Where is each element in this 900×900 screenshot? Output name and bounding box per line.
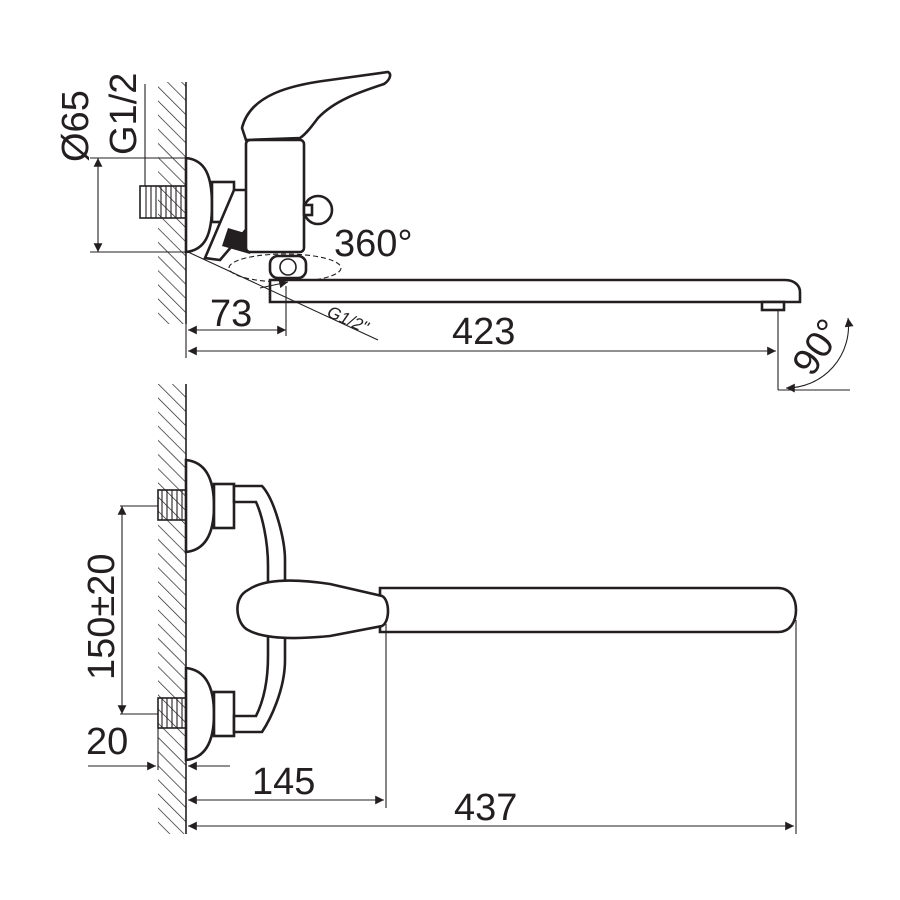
- label-total-length: 437: [454, 787, 517, 829]
- dim-spout-thread-leader: [187, 251, 379, 341]
- front-nut-upper: [212, 482, 236, 530]
- label-inlet-spacing: 150±20: [81, 553, 123, 680]
- top-inlet-pipe: [139, 185, 187, 219]
- front-spout: [378, 586, 798, 634]
- label-rotation: 360°: [334, 223, 413, 265]
- top-mixer-body: [244, 138, 306, 254]
- top-spout: [268, 278, 802, 304]
- label-thread: G1/2: [103, 73, 145, 155]
- front-view: 150±20 20 145 437: [81, 384, 798, 834]
- front-rosette-lower: [184, 666, 216, 762]
- front-pipe-thread-upper: [161, 490, 183, 520]
- dim-angle-arc: [785, 317, 854, 393]
- front-nut-lower: [212, 690, 236, 738]
- front-mixer-body: [232, 484, 287, 734]
- top-wall-hatch: [158, 82, 186, 324]
- label-handle-reach: 145: [252, 761, 315, 803]
- top-rosette: [184, 156, 214, 254]
- label-spout-length: 423: [452, 311, 515, 353]
- top-lever-handle: [240, 70, 392, 142]
- front-wall-hatch: [158, 384, 186, 834]
- label-spout-angle: 90°: [785, 312, 852, 383]
- top-pipe-thread: [145, 186, 182, 218]
- top-spout-swivel: [268, 254, 308, 280]
- dim-spout-thread-arrow: [259, 279, 289, 289]
- front-rosette-upper: [184, 458, 216, 554]
- top-diverter-stem: [302, 203, 314, 217]
- front-lever-handle: [236, 579, 390, 640]
- front-pipe-thread-lower: [161, 698, 183, 728]
- top-view: Ø65 G1/2 360° G1/2" 73 423 90°: [55, 70, 854, 393]
- label-offset: 73: [210, 293, 252, 335]
- top-aerator: [760, 300, 786, 312]
- label-diameter: Ø65: [55, 90, 97, 162]
- label-pipe-protrusion: 20: [86, 721, 128, 763]
- label-spout-thread: G1/2": [324, 302, 372, 337]
- top-swivel-ring: [279, 258, 297, 276]
